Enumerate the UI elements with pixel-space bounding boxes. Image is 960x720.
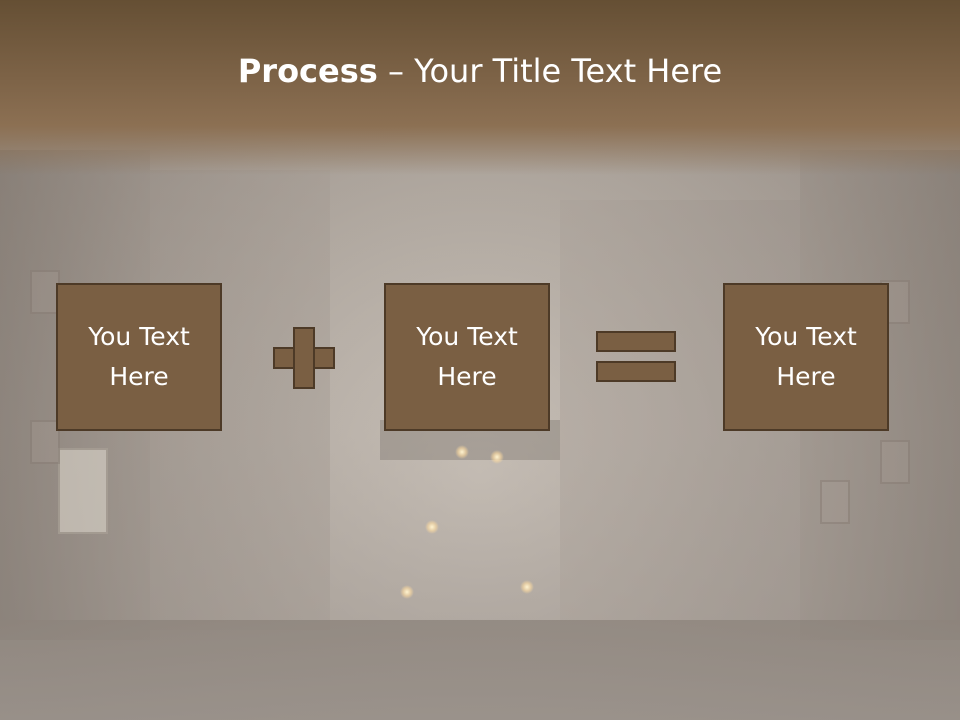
process-box-text-line: Here [776, 362, 836, 391]
title-bold-part: Process [237, 52, 378, 90]
street-light [400, 585, 414, 599]
process-box-text-line: You Text [88, 322, 190, 351]
process-box-text-line: You Text [755, 322, 857, 351]
window [30, 420, 60, 464]
window [880, 440, 910, 484]
equals-icon [596, 331, 676, 383]
process-box-3[interactable]: You Text Here [723, 283, 889, 431]
street-light [425, 520, 439, 534]
street [0, 620, 960, 720]
process-box-2[interactable]: You Text Here [384, 283, 550, 431]
title-band [0, 0, 960, 175]
street-light [490, 450, 504, 464]
window [820, 480, 850, 524]
process-box-1[interactable]: You Text Here [56, 283, 222, 431]
street-light [455, 445, 469, 459]
street-sign [58, 448, 108, 534]
street-light [520, 580, 534, 594]
process-box-text-line: You Text [416, 322, 518, 351]
plus-icon [273, 327, 335, 389]
process-box-text-line: Here [437, 362, 497, 391]
process-box-text-line: Here [109, 362, 169, 391]
title-rest-part: – Your Title Text Here [377, 52, 723, 90]
slide-title[interactable]: Process – Your Title Text Here [0, 52, 960, 90]
